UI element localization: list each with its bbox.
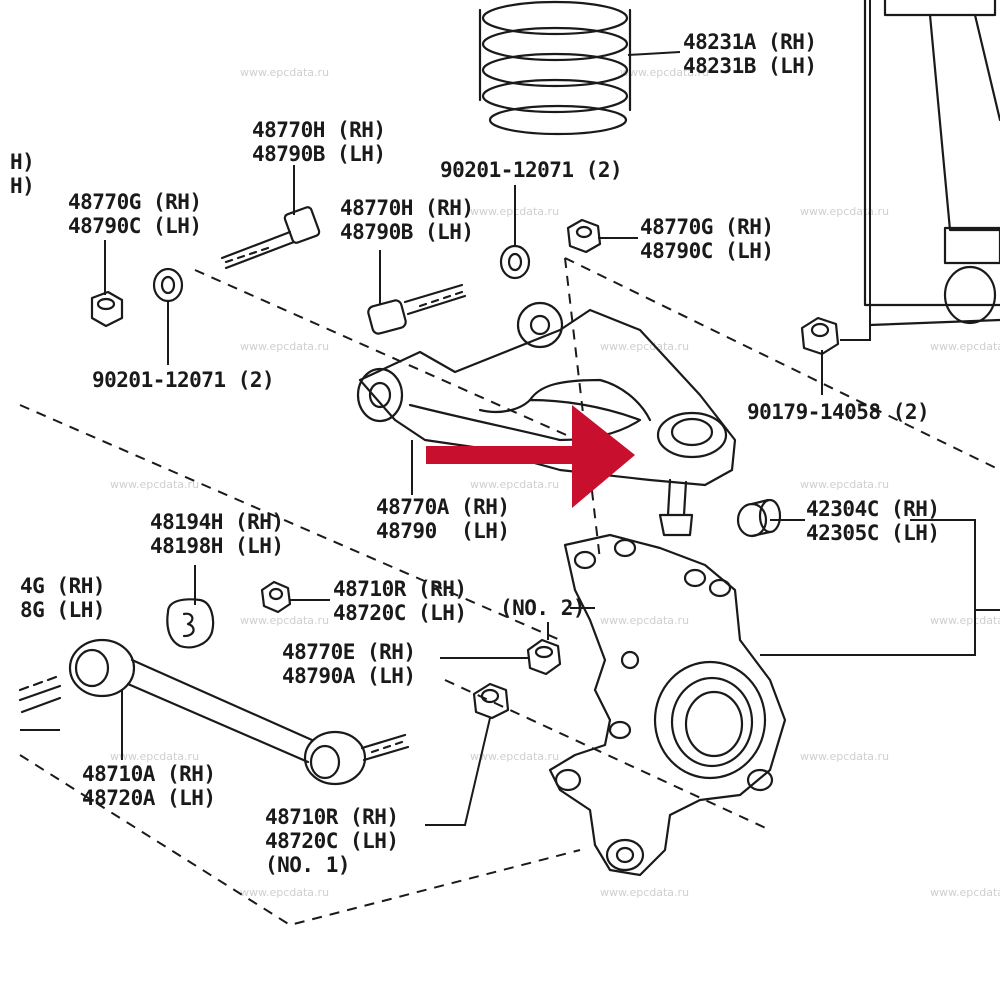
watermark: www.epcdata.ru [240,340,330,353]
pointer-arrow [426,405,635,508]
bolt-upper-left [220,206,321,270]
label-stopper: 48194H (RH) 48198H (LH) [150,510,284,558]
watermark: www.epcdata.ru [470,478,560,491]
nut-lateral [260,580,292,614]
assembly-dashed-lines [19,257,1000,927]
upper-control-arm [356,301,737,537]
label-nut-upper-left: 48770G (RH) 48790C (LH) [68,190,202,238]
watermark: www.epcdata.ru [930,886,1000,899]
stopper [166,598,215,649]
nut-upper-left [90,290,124,328]
bushing-knuckle [736,498,782,538]
nut-no1 [472,682,510,720]
label-upper-arm: 48770A (RH) 48790 (LH) [376,495,510,543]
label-spring: 48231A (RH) 48231B (LH) [683,30,817,78]
label-washer-left: 90201-12071 (2) [92,368,275,392]
coil-spring [478,0,632,136]
shock-absorber [863,0,1000,327]
label-lower-arm: 48710A (RH) 48720A (LH) [82,762,216,810]
label-washer-upper-top: 90201-12071 (2) [440,158,623,182]
watermark: www.epcdata.ru [600,340,690,353]
washer-upper-top [499,244,531,280]
watermark: www.epcdata.ru [110,750,200,763]
bolt-upper-mid [367,283,467,335]
knuckle [548,533,787,877]
watermark: www.epcdata.ru [240,614,330,627]
watermark: www.epcdata.ru [240,886,330,899]
label-bolt-upper-mid: 48770H (RH) 48790B (LH) [340,196,474,244]
nut-shock [800,316,840,356]
watermark: www.epcdata.ru [800,205,890,218]
washer-left [152,267,184,303]
label-no2: (NO. 2) [500,596,586,620]
bushing-no2 [526,638,562,676]
watermark: www.epcdata.ru [620,66,710,79]
leader-lines [20,0,1000,826]
watermark: www.epcdata.ru [600,614,690,627]
label-nut-no1: 48710R (RH) 48720C (LH) (NO. 1) [265,805,399,877]
nut-upper-right [566,218,602,254]
label-edge-top-left: H) H) [10,150,35,198]
label-nut-lateral: 48710R (RH) 48720C (LH) [333,577,467,625]
watermark: www.epcdata.ru [600,886,690,899]
label-bushing-no2: 48770E (RH) 48790A (LH) [282,640,416,688]
watermark: www.epcdata.ru [930,614,1000,627]
label-edge-left-mid: 4G (RH) 8G (LH) [20,574,106,622]
label-nut-shock: 90179-14058 (2) [747,400,930,424]
watermark: www.epcdata.ru [930,340,1000,353]
label-nut-upper-right: 48770G (RH) 48790C (LH) [640,215,774,263]
watermark: www.epcdata.ru [110,478,200,491]
watermark: www.epcdata.ru [470,750,560,763]
watermark: www.epcdata.ru [800,750,890,763]
lower-arm [18,638,410,786]
label-bushing-knuckle: 42304C (RH) 42305C (LH) [806,497,940,545]
watermark: www.epcdata.ru [800,478,890,491]
watermark: www.epcdata.ru [240,66,330,79]
label-bolt-upper-left: 48770H (RH) 48790B (LH) [252,118,386,166]
